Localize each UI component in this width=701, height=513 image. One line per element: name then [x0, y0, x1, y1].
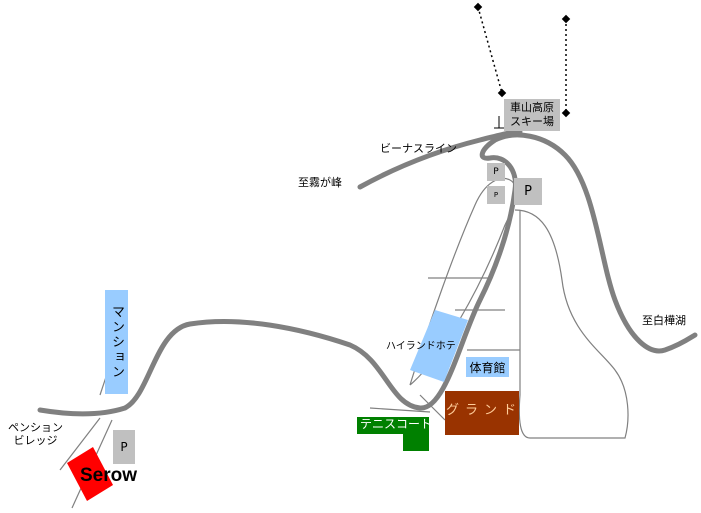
- parking-small-2[interactable]: P: [487, 186, 505, 204]
- road-to-kirigamine: [357, 129, 523, 190]
- ground-area: [445, 391, 519, 435]
- minor-roads: [59, 177, 629, 509]
- parking-large[interactable]: P: [514, 178, 542, 205]
- tennis-court: [357, 417, 429, 434]
- gym-label: 体育館: [469, 360, 506, 375]
- ski-area-label-line2: スキー場: [510, 115, 554, 128]
- to-kirigamine-label: 至霧が峰: [298, 176, 342, 189]
- mansion-box[interactable]: マンション: [105, 290, 128, 394]
- parking-label: P: [524, 184, 532, 199]
- mansion-label: マンション: [109, 304, 124, 380]
- highland-hotel-building: [410, 310, 468, 382]
- parking-small-1[interactable]: P: [487, 163, 505, 181]
- ski-lift-lines: [477, 6, 567, 113]
- parking-label: P: [120, 440, 128, 454]
- lift-base-marker: [494, 116, 504, 129]
- parking-label: P: [493, 191, 499, 199]
- parking-label: P: [493, 167, 499, 177]
- pension-village-line2: ビレッジ: [13, 434, 58, 447]
- highland-hotel-label: ハイランドホテ: [386, 341, 456, 352]
- tennis-court-annex: [403, 433, 429, 451]
- tennis-court-label: テニスコート: [360, 417, 433, 431]
- ground-label: グランド: [446, 403, 523, 418]
- pension-village-line1: ペンション: [8, 421, 63, 434]
- gym-box[interactable]: 体育館: [466, 357, 509, 377]
- serow-building: [67, 447, 113, 501]
- ski-area-label-line1: 車山高原: [510, 101, 554, 114]
- pension-village-label: ペンション ビレッジ: [8, 421, 63, 447]
- venus-line-label: ビーナスライン: [380, 142, 457, 155]
- ski-area-box[interactable]: 車山高原 スキー場: [504, 99, 560, 131]
- to-shirakaba-label: 至白樺湖: [642, 314, 686, 327]
- main-road: [37, 132, 698, 417]
- serow-label[interactable]: Serow: [80, 465, 138, 486]
- parking-serow[interactable]: P: [113, 430, 135, 464]
